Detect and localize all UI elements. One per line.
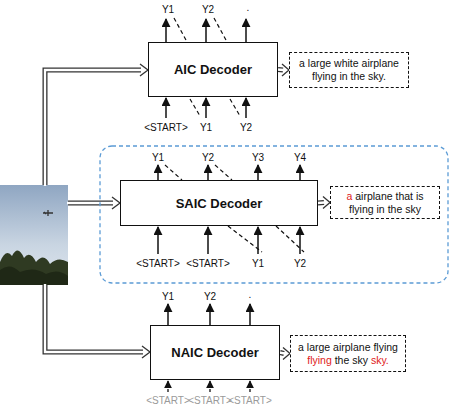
hollow-arrow-outline: [45, 70, 141, 185]
input-arrow: [167, 381, 168, 392]
photo-trees: [0, 250, 68, 285]
input-arrow: [45, 64, 148, 186]
decoder-name: NAIC Decoder: [171, 345, 258, 360]
token-label: Y4: [294, 152, 306, 163]
token-label: <START>: [228, 395, 272, 406]
input-arrow: [245, 98, 247, 118]
dashed-feedback: [230, 99, 240, 116]
token-label: <START>: [188, 395, 232, 406]
hollow-arrow-fill: [277, 68, 284, 71]
token-label: <START>: [146, 395, 190, 406]
token-label: Y1: [162, 291, 174, 302]
input-arrow: [67, 197, 120, 209]
decoder-box: NAIC Decoder: [150, 325, 280, 380]
caption-box: a airplane that is flying in the sky: [330, 186, 440, 219]
output-arrow: [207, 165, 209, 180]
hollow-arrow-outline: [68, 201, 113, 206]
decoder-box: AIC Decoder: [148, 42, 278, 97]
token-label: <START>: [144, 122, 188, 133]
decoder-name: SAIC Decoder: [176, 196, 263, 211]
token-label: <START>: [136, 258, 180, 269]
hollow-arrow-head: [283, 348, 290, 360]
caption-box: a large white airplane flying in the sky…: [289, 52, 409, 88]
dashed-feedback: [190, 99, 200, 116]
photo-trees: [0, 266, 68, 285]
photo-airplane: [43, 210, 53, 216]
hollow-arrow-outline: [318, 200, 324, 206]
output-arrow: [167, 304, 169, 325]
token-label: Y2: [240, 122, 252, 133]
token-label: Y1: [200, 122, 212, 133]
input-arrow: [157, 227, 159, 254]
hollow-arrow-fill: [45, 284, 143, 352]
output-arrow: [249, 304, 251, 325]
dashed-feedback: [165, 165, 262, 252]
input-arrow: [165, 98, 167, 118]
decoder-name: AIC Decoder: [174, 62, 252, 77]
caption-box: a large airplane flying flying the sky s…: [290, 335, 406, 372]
caption-text: a airplane that is flying in the sky: [336, 190, 434, 216]
token-label: Y2: [294, 258, 306, 269]
token-label: <START>: [186, 258, 230, 269]
input-photo: [0, 185, 68, 285]
input-arrow: [299, 227, 301, 254]
hollow-arrow-head: [282, 64, 289, 76]
token-arrows: [168, 304, 250, 325]
input-arrow: [45, 284, 150, 358]
caption-text: a large white airplane flying in the sky…: [295, 57, 403, 83]
token-label: Y2: [202, 4, 214, 15]
dashed-feedback: [214, 18, 226, 40]
hollow-arrow: [277, 64, 289, 76]
input-arrow: [207, 227, 209, 254]
hollow-arrow-outline: [278, 67, 283, 73]
token-label: Y1: [252, 258, 264, 269]
output-arrow: [165, 19, 167, 42]
hollow-arrow-head: [323, 197, 330, 209]
token-label: Y1: [152, 152, 164, 163]
output-arrow: [245, 19, 247, 42]
input-arrow: [209, 381, 210, 392]
output-arrow: [205, 19, 207, 42]
token-label: Y3: [252, 152, 264, 163]
output-arrow: [257, 165, 259, 180]
hollow-arrow-head: [112, 197, 120, 209]
input-arrow: [249, 381, 250, 392]
token-label: Y2: [204, 291, 216, 302]
decoder-box: SAIC Decoder: [120, 180, 318, 226]
hollow-arrow-fill: [317, 201, 325, 204]
token-label: .: [247, 2, 250, 13]
token-label: .: [249, 289, 252, 300]
token-arrows: [168, 381, 250, 392]
hollow-arrow-fill: [45, 70, 141, 186]
hollow-arrow-outline: [45, 285, 143, 352]
token-label: Y2: [202, 152, 214, 163]
hollow-arrow-head: [140, 64, 148, 76]
hollow-arrow: [317, 197, 330, 209]
output-arrow: [299, 165, 301, 180]
input-arrow: [205, 98, 207, 118]
dashed-feedback: [174, 18, 186, 40]
hollow-arrow-fill: [67, 202, 113, 204]
hollow-arrow: [279, 348, 290, 360]
hollow-arrow-outline: [280, 353, 284, 354]
highlight-region: [100, 146, 448, 283]
token-label: Y1: [162, 4, 174, 15]
output-arrow: [157, 165, 159, 180]
photo-sky: [0, 185, 68, 285]
caption-text: a large airplane flying flying the sky s…: [296, 341, 400, 367]
hollow-arrow-head: [142, 346, 150, 358]
output-arrow: [209, 304, 211, 325]
